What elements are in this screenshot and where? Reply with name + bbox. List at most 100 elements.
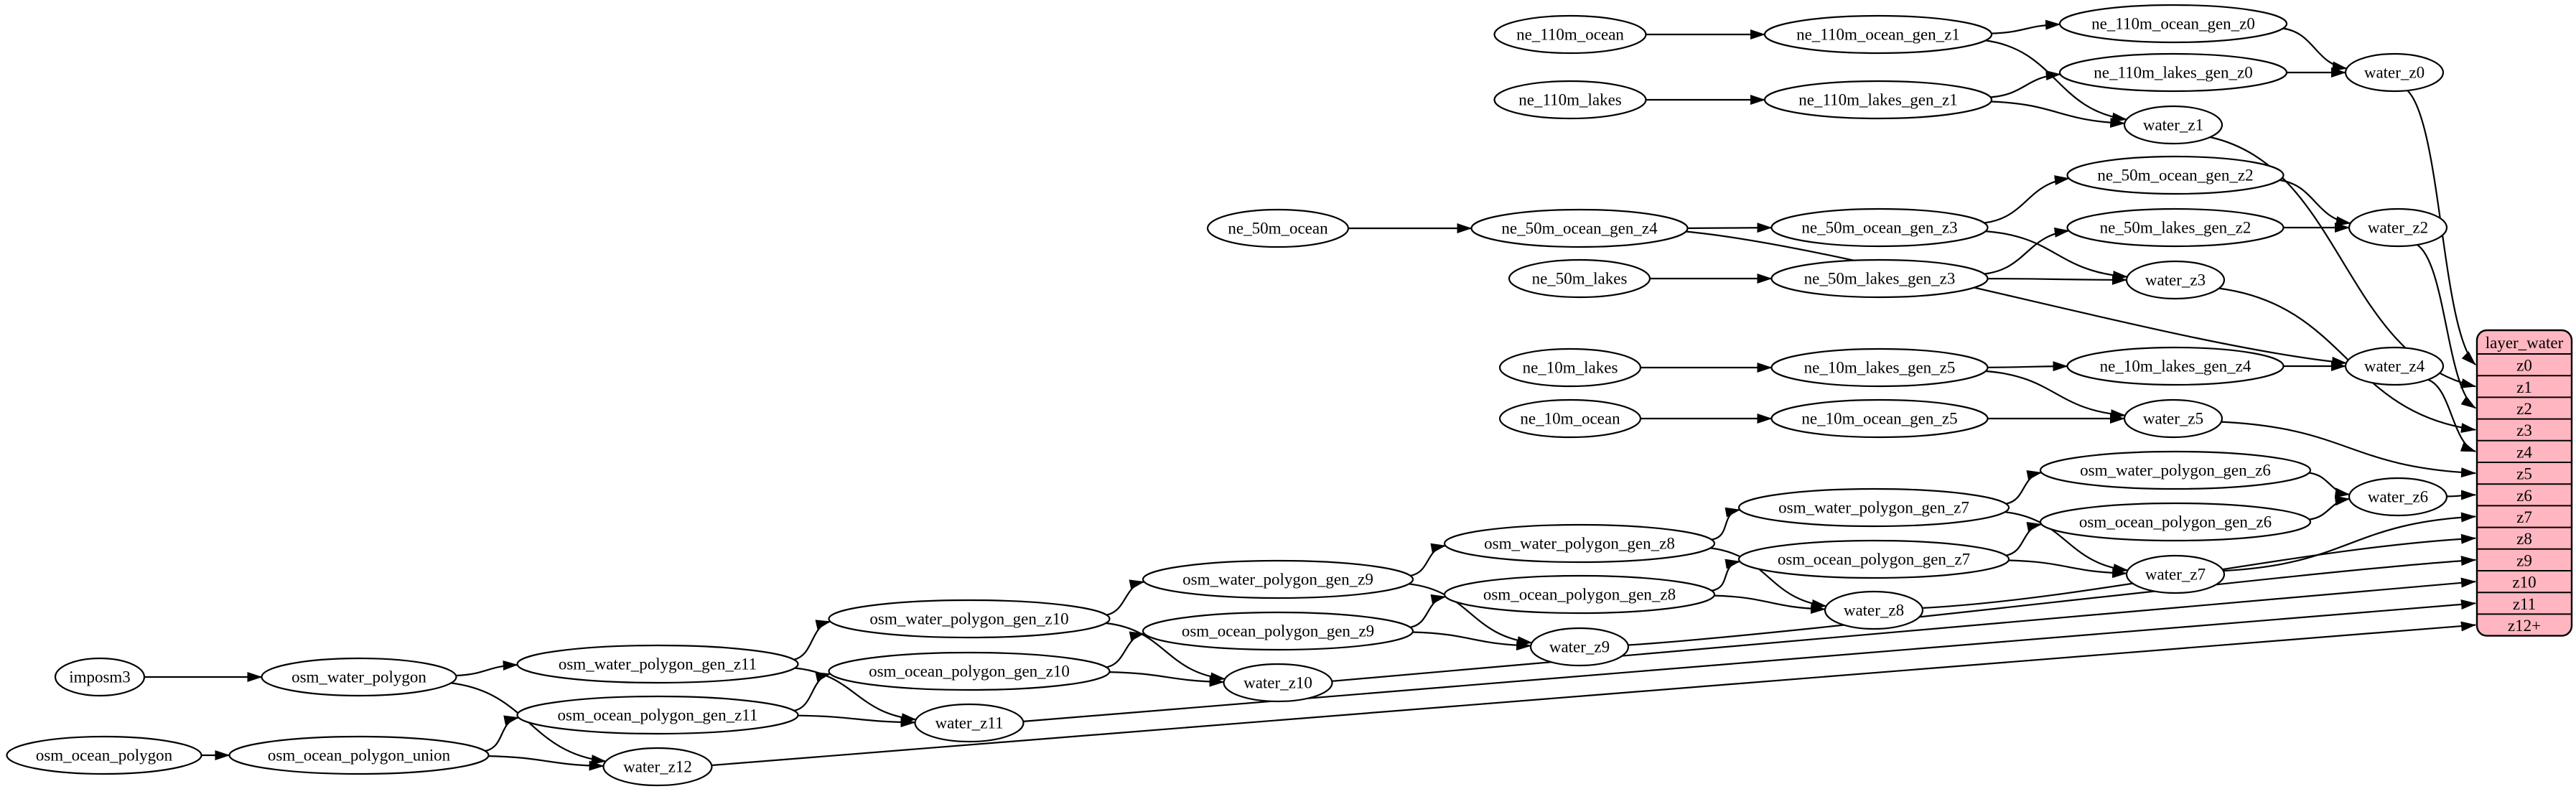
node-label-ne_110m_ocean_gen_z1: ne_110m_ocean_gen_z1 xyxy=(1796,26,1960,44)
node-ellipse-osm_water_polygon_gen_z11 xyxy=(516,644,799,684)
node-ne_10m_lakes_gen_z4: ne_10m_lakes_gen_z4 xyxy=(2066,346,2285,386)
node-ellipse-water_z4 xyxy=(2344,346,2445,386)
node-label-ne_10m_ocean: ne_10m_ocean xyxy=(1520,410,1620,428)
node-osm_water_polygon_gen_z8: osm_water_polygon_gen_z8 xyxy=(1443,523,1716,564)
node-ellipse-osm_ocean_polygon xyxy=(6,735,202,775)
edge-ne_110m_lakes_gen_z1-to-ne_110m_lakes_gen_z0 xyxy=(1990,70,2061,98)
edge-osm_ocean_polygon_gen_z11-to-water_z11 xyxy=(798,714,916,728)
node-ne_50m_lakes_gen_z2: ne_50m_lakes_gen_z2 xyxy=(2066,207,2285,248)
node-ellipse-imposm3 xyxy=(54,657,146,697)
edge-ne_110m_ocean_gen_z0-to-water_z0 xyxy=(2282,27,2348,72)
edge-ne_110m_ocean_gen_z1-to-ne_110m_ocean_gen_z0 xyxy=(1991,19,2061,34)
node-ne_50m_ocean: ne_50m_ocean xyxy=(1206,208,1350,248)
node-label-ne_50m_ocean_gen_z3: ne_50m_ocean_gen_z3 xyxy=(1801,219,1957,237)
node-osm_water_polygon_gen_z9: osm_water_polygon_gen_z9 xyxy=(1142,559,1414,599)
node-water_z12: water_z12 xyxy=(602,747,713,787)
node-water_z6: water_z6 xyxy=(2348,477,2448,517)
node-ne_110m_lakes: ne_110m_lakes xyxy=(1493,80,1647,120)
node-label-water_z0: water_z0 xyxy=(2364,64,2425,82)
edge-ne_10m_lakes_gen_z5-to-ne_10m_lakes_gen_z4 xyxy=(1987,361,2068,372)
node-osm_water_polygon_gen_z6: osm_water_polygon_gen_z6 xyxy=(2039,450,2312,490)
edge-ne_10m_lakes_gen_z5-to-water_z5 xyxy=(1985,370,2126,420)
edge-osm_water_polygon_gen_z10-to-osm_water_polygon_gen_z9 xyxy=(1106,579,1145,616)
node-label-osm_water_polygon_gen_z11: osm_water_polygon_gen_z11 xyxy=(559,655,757,673)
node-label-osm_ocean_polygon_gen_z8: osm_ocean_polygon_gen_z8 xyxy=(1483,586,1676,604)
node-water_z9: water_z9 xyxy=(1529,627,1630,667)
edge-osm_ocean_polygon_union-to-osm_ocean_polygon_gen_z11 xyxy=(485,715,520,752)
layer-row-label-z3: z3 xyxy=(2516,421,2532,439)
node-ellipse-ne_110m_lakes xyxy=(1493,80,1647,120)
node-ne_10m_ocean: ne_10m_ocean xyxy=(1498,398,1642,439)
edge-osm_water_polygon_gen_z10-to-water_z10 xyxy=(1106,622,1226,683)
node-label-water_z11: water_z11 xyxy=(935,714,1004,732)
layer-row-label-z2: z2 xyxy=(2516,400,2532,418)
node-ellipse-water_z12 xyxy=(602,747,713,787)
edge-osm_ocean_polygon_gen_z11-to-osm_ocean_polygon_gen_z10 xyxy=(793,672,831,712)
edge-osm_ocean_polygon_gen_z9-to-osm_ocean_polygon_gen_z8 xyxy=(1409,594,1447,628)
node-water_z8: water_z8 xyxy=(1824,590,1924,630)
node-label-osm_water_polygon_gen_z9: osm_water_polygon_gen_z9 xyxy=(1182,571,1373,589)
layer-water-table: layer_waterz0z1z2z3z4z5z6z7z8z9z10z11z12… xyxy=(2475,329,2573,637)
node-water_z1: water_z1 xyxy=(2123,105,2223,145)
node-ellipse-water_z0 xyxy=(2344,52,2445,93)
node-ellipse-water_z8 xyxy=(1824,590,1924,630)
edge-ne_50m_lakes_gen_z3-to-ne_50m_lakes_gen_z2 xyxy=(1984,227,2070,275)
node-label-ne_50m_lakes_gen_z3: ne_50m_lakes_gen_z3 xyxy=(1804,270,1956,288)
node-water_z7: water_z7 xyxy=(2125,554,2226,594)
node-water_z5: water_z5 xyxy=(2123,398,2223,439)
edge-ne_110m_lakes_gen_z1-to-water_z1 xyxy=(1991,101,2126,129)
node-label-osm_water_polygon_gen_z10: osm_water_polygon_gen_z10 xyxy=(869,610,1068,628)
edge-osm_water_polygon_gen_z9-to-osm_water_polygon_gen_z8 xyxy=(1410,543,1447,576)
node-ellipse-water_z11 xyxy=(914,703,1025,743)
node-ellipse-ne_10m_lakes xyxy=(1498,347,1642,388)
layer-row-label-z10: z10 xyxy=(2512,574,2536,592)
node-label-ne_50m_lakes_gen_z2: ne_50m_lakes_gen_z2 xyxy=(2100,219,2251,237)
node-ellipse-ne_50m_lakes_gen_z3 xyxy=(1770,258,1989,299)
node-label-ne_50m_ocean_gen_z2: ne_50m_ocean_gen_z2 xyxy=(2097,167,2253,185)
node-ellipse-osm_water_polygon_gen_z8 xyxy=(1443,523,1716,564)
node-osm_ocean_polygon: osm_ocean_polygon xyxy=(6,735,202,775)
edge-osm_water_polygon_gen_z11-to-osm_water_polygon_gen_z10 xyxy=(793,620,831,660)
node-ellipse-water_z7 xyxy=(2125,554,2226,594)
edge-osm_ocean_polygon_gen_z10-to-osm_ocean_polygon_gen_z9 xyxy=(1106,631,1145,668)
node-ellipse-osm_ocean_polygon_union xyxy=(228,735,490,775)
edge-ne_50m_ocean_gen_z2-to-water_z2 xyxy=(2279,179,2351,227)
node-water_z0: water_z0 xyxy=(2344,52,2445,93)
edge-osm_ocean_polygon_gen_z7-to-water_z7 xyxy=(2008,559,2128,579)
node-osm_water_polygon_gen_z10: osm_water_polygon_gen_z10 xyxy=(828,599,1111,639)
node-label-water_z8: water_z8 xyxy=(1844,602,1904,620)
edge-ne_50m_ocean_gen_z4-to-water_z4 xyxy=(1686,230,2347,367)
edge-osm_ocean_polygon_gen_z6-to-water_z6 xyxy=(2309,495,2351,520)
edge-water_z4-to-z4 xyxy=(2427,378,2476,452)
edge-osm_water_polygon_gen_z6-to-water_z6 xyxy=(2309,472,2351,498)
edge-water_z5-to-z5 xyxy=(2221,421,2476,478)
edge-water_z2-to-z2 xyxy=(2417,243,2476,409)
node-ellipse-osm_ocean_polygon_gen_z6 xyxy=(2039,502,2312,542)
edge-water_z9-to-z9 xyxy=(1628,556,2476,646)
node-water_z4: water_z4 xyxy=(2344,346,2445,386)
node-ellipse-osm_water_polygon_gen_z6 xyxy=(2039,450,2312,490)
layer-row-label-z8: z8 xyxy=(2516,530,2532,548)
edge-osm_water_polygon_gen_z9-to-water_z9 xyxy=(1409,583,1533,646)
edge-water_z7-to-z7 xyxy=(2223,512,2476,572)
edge-water_z6-to-z6 xyxy=(2446,490,2476,500)
node-ne_110m_ocean_gen_z1: ne_110m_ocean_gen_z1 xyxy=(1763,14,1993,55)
layer-row-label-z5: z5 xyxy=(2516,465,2532,483)
edge-water_z11-to-z11 xyxy=(1023,599,2476,722)
edge-ne_50m_lakes_gen_z3-to-water_z3 xyxy=(1987,274,2127,285)
node-imposm3: imposm3 xyxy=(54,657,146,697)
node-label-ne_110m_ocean_gen_z0: ne_110m_ocean_gen_z0 xyxy=(2091,15,2255,33)
node-label-osm_ocean_polygon_gen_z7: osm_ocean_polygon_gen_z7 xyxy=(1778,551,1970,569)
node-ne_110m_lakes_gen_z1: ne_110m_lakes_gen_z1 xyxy=(1763,80,1993,120)
node-ellipse-ne_50m_ocean xyxy=(1206,208,1350,248)
node-label-water_z3: water_z3 xyxy=(2145,271,2206,289)
edge-osm_ocean_polygon_union-to-water_z12 xyxy=(488,755,605,771)
node-label-osm_water_polygon_gen_z7: osm_water_polygon_gen_z7 xyxy=(1778,499,1969,517)
edges-layer xyxy=(144,19,2476,771)
node-ne_50m_ocean_gen_z2: ne_50m_ocean_gen_z2 xyxy=(2066,155,2285,195)
node-label-ne_110m_lakes_gen_z1: ne_110m_lakes_gen_z1 xyxy=(1798,91,1957,109)
node-label-water_z7: water_z7 xyxy=(2145,566,2206,584)
node-label-osm_water_polygon: osm_water_polygon xyxy=(291,668,426,686)
